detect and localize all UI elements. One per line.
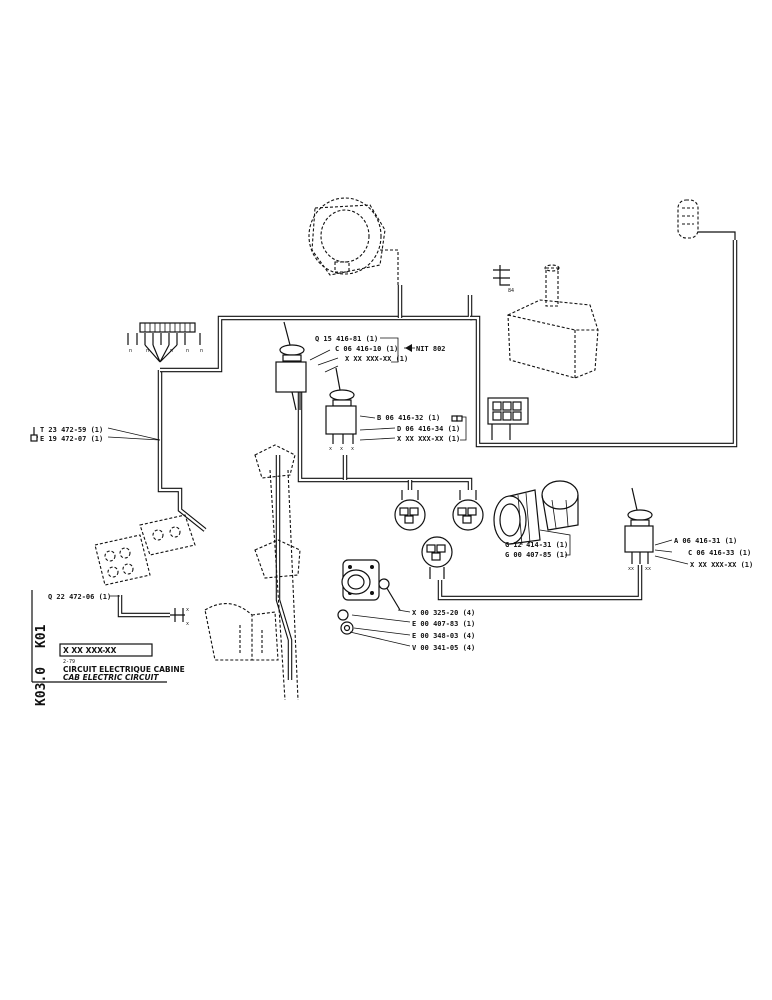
svg-text:T 23 472-59 (1): T 23 472-59 (1) bbox=[40, 426, 103, 434]
svg-text:C 06 416-33 (1): C 06 416-33 (1) bbox=[688, 549, 751, 557]
svg-text:CIRCUIT ELECTRIQUE CABINE: CIRCUIT ELECTRIQUE CABINE bbox=[63, 665, 185, 674]
work-lamp bbox=[677, 199, 736, 240]
label-g85: G 00 407-85 (1) bbox=[505, 551, 568, 559]
svg-text:x: x bbox=[186, 607, 189, 613]
label-q15: Q 15 416-81 (1) bbox=[315, 335, 378, 343]
label-e83: E 00 407-83 (1) bbox=[412, 620, 475, 628]
leader-lines bbox=[107, 337, 689, 647]
main-harness-cable bbox=[117, 240, 738, 680]
svg-text:X 00 325-20 (4): X 00 325-20 (4) bbox=[412, 609, 475, 617]
svg-text:K03.0: K03.0 bbox=[34, 667, 49, 706]
svg-text:Q 15 416-81 (1): Q 15 416-81 (1) bbox=[315, 335, 378, 343]
label-a31: A 06 416-31 (1) bbox=[674, 537, 737, 545]
svg-text:A 06 416-31 (1): A 06 416-31 (1) bbox=[674, 537, 737, 545]
round-connector-lower bbox=[421, 536, 453, 579]
steering-column-wiring bbox=[204, 444, 301, 701]
svg-text:V 00 341-05 (4): V 00 341-05 (4) bbox=[412, 644, 475, 652]
panel-connector bbox=[337, 559, 401, 635]
svg-text:K01: K01 bbox=[34, 624, 49, 648]
plug-socket-pair bbox=[493, 480, 579, 546]
svg-text:NIT 802: NIT 802 bbox=[416, 345, 446, 353]
svg-text:X XX XXX-XX: X XX XXX-XX bbox=[63, 646, 117, 655]
svg-text:n: n bbox=[170, 348, 173, 354]
label-harness-t: T 23 472-59 (1) bbox=[40, 426, 103, 434]
label-e03: E 00 348-03 (4) bbox=[412, 632, 475, 640]
drawing-title-fr: CIRCUIT ELECTRIQUE CABINE bbox=[63, 665, 185, 674]
svg-text:D 06 416-34 (1): D 06 416-34 (1) bbox=[397, 425, 460, 433]
svg-text:84: 84 bbox=[508, 288, 514, 294]
label-nit: NIT 802 bbox=[416, 345, 446, 353]
svg-text:2-79: 2-79 bbox=[63, 659, 75, 665]
drawing-title-en: CAB ELECTRIC CIRCUIT bbox=[63, 673, 159, 682]
svg-text:G 12 414-31 (1): G 12 414-31 (1) bbox=[505, 541, 568, 549]
toggle-switch-1 bbox=[275, 321, 307, 411]
svg-text:E 19 472-07 (1): E 19 472-07 (1) bbox=[40, 435, 103, 443]
svg-text:n: n bbox=[186, 348, 189, 354]
svg-text:n: n bbox=[146, 348, 149, 354]
svg-text:X XX XXX-XX (1): X XX XXX-XX (1) bbox=[397, 435, 460, 443]
svg-text:G 00 407-85 (1): G 00 407-85 (1) bbox=[505, 551, 568, 559]
left-mounted-switch-cluster: xx bbox=[94, 514, 196, 627]
svg-text:x: x bbox=[186, 621, 189, 627]
label-d34: D 06 416-34 (1) bbox=[397, 425, 460, 433]
svg-text:xx: xx bbox=[628, 566, 634, 572]
svg-text:E 00 348-03 (4): E 00 348-03 (4) bbox=[412, 632, 475, 640]
label-xx1: X XX XXX-XX (1) bbox=[345, 355, 408, 363]
svg-text:E 00 407-83 (1): E 00 407-83 (1) bbox=[412, 620, 475, 628]
svg-text:n: n bbox=[129, 348, 132, 354]
svg-text:x: x bbox=[329, 446, 332, 452]
svg-text:x: x bbox=[340, 446, 343, 452]
svg-text:X XX XXX-XX (1): X XX XXX-XX (1) bbox=[690, 561, 753, 569]
svg-text:B 06 416-32 (1): B 06 416-32 (1) bbox=[377, 414, 440, 422]
drawing-revision: 2-79 bbox=[63, 659, 75, 665]
drawing-ref-2: K03.0 bbox=[34, 667, 49, 706]
svg-text:xx: xx bbox=[645, 566, 651, 572]
svg-text:Q 22 472-06 (1): Q 22 472-06 (1) bbox=[48, 593, 111, 601]
label-xx3: X XX XXX-XX (1) bbox=[690, 561, 753, 569]
label-c33: C 06 416-33 (1) bbox=[688, 549, 751, 557]
label-q22: Q 22 472-06 (1) bbox=[48, 593, 111, 601]
part-labels: T 23 472-59 (1) E 19 472-07 (1) Q 22 472… bbox=[40, 335, 753, 652]
svg-text:x: x bbox=[351, 446, 354, 452]
label-c10: C 06 416-10 (1) bbox=[335, 345, 398, 353]
label-harness-e: E 19 472-07 (1) bbox=[40, 435, 103, 443]
connector-block-right bbox=[487, 397, 529, 440]
label-g31: G 12 414-31 (1) bbox=[505, 541, 568, 549]
svg-text:CAB ELECTRIC CIRCUIT: CAB ELECTRIC CIRCUIT bbox=[63, 673, 159, 682]
label-x20: X 00 325-20 (4) bbox=[412, 609, 475, 617]
drawing-code-box: X XX XXX-XX bbox=[63, 646, 117, 655]
round-connector-left bbox=[394, 490, 426, 531]
label-v05: V 00 341-05 (4) bbox=[412, 644, 475, 652]
svg-text:n: n bbox=[200, 348, 203, 354]
svg-text:C 06 416-10 (1): C 06 416-10 (1) bbox=[335, 345, 398, 353]
label-symbols bbox=[30, 344, 463, 442]
svg-text:X XX XXX-XX (1): X XX XXX-XX (1) bbox=[345, 355, 408, 363]
drawing-ref-1: K01 bbox=[34, 624, 49, 648]
label-b32: B 06 416-32 (1) bbox=[377, 414, 440, 422]
label-xx2: X XX XXX-XX (1) bbox=[397, 435, 460, 443]
round-connector-middle bbox=[452, 490, 484, 531]
toggle-switch-3: xx xx bbox=[624, 487, 654, 572]
heater-blower-unit bbox=[308, 197, 399, 285]
wiper-motor-unit: 84 bbox=[493, 264, 599, 379]
title-block: K01 K03.0 X XX XXX-XX 2-79 CIRCUIT ELECT… bbox=[31, 590, 185, 706]
